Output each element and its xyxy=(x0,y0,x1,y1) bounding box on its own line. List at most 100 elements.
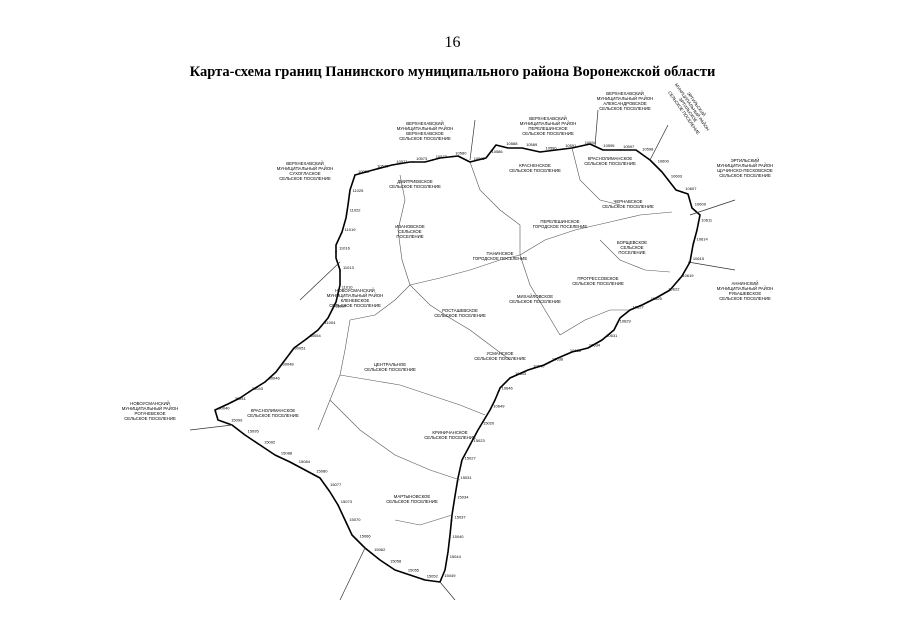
boundary-point-marker xyxy=(479,425,481,428)
internal-boundary-11 xyxy=(571,147,621,206)
boundary-point-marker xyxy=(355,538,358,541)
boundary-point-code: 10629 xyxy=(620,319,632,324)
boundary-point-marker xyxy=(431,159,434,161)
internal-boundary-7 xyxy=(317,319,351,431)
boundary-point-code: 10571 xyxy=(396,159,408,164)
boundary-point-marker xyxy=(451,155,454,158)
boundary-point-code: 10589 xyxy=(526,142,538,147)
boundary-point-marker xyxy=(678,278,681,280)
boundary-point-marker xyxy=(689,261,691,264)
boundary-point-code: 30040 xyxy=(218,405,230,410)
boundary-point-code: 10586 xyxy=(492,149,504,154)
boundary-point-code: 30041 xyxy=(235,396,247,401)
boundary-point-code: 10622 xyxy=(668,287,680,292)
boundary-point-marker xyxy=(548,361,550,364)
boundary-point-marker xyxy=(615,323,618,326)
boundary-point-code: 11016 xyxy=(339,246,351,251)
boundary-point-code: 10588 xyxy=(506,141,518,146)
neighbor-divider-4 xyxy=(689,199,736,216)
internal-boundary-2 xyxy=(409,254,521,286)
boundary-point-marker xyxy=(697,222,700,225)
neighbor-divider-2 xyxy=(594,109,599,147)
boundary-point-marker xyxy=(522,147,524,149)
page-number: 16 xyxy=(444,34,461,51)
internal-boundary-3 xyxy=(519,211,673,256)
boundary-point-marker xyxy=(497,390,500,393)
boundary-point-code: 11025 xyxy=(353,188,365,193)
boundary-point-code: 10590 xyxy=(546,146,558,151)
boundary-point-marker xyxy=(295,464,297,466)
boundary-point-code: 10607 xyxy=(685,186,697,191)
boundary-point-marker xyxy=(489,408,492,411)
boundary-point-code: 11013 xyxy=(343,265,355,270)
boundary-point-code: 11010 xyxy=(342,285,354,290)
boundary-point-code: 15044 xyxy=(450,554,462,559)
boundary-point-code: 15099 xyxy=(231,418,243,423)
boundary-point-marker xyxy=(566,353,568,356)
neighbor-divider-1 xyxy=(469,119,476,161)
boundary-point-code: 10582 xyxy=(474,156,486,161)
boundary-point-marker xyxy=(278,366,281,369)
neighbor-label-ertil_1: ЭРТИЛЬСКИЙМУНИЦИПАЛЬНЫЙ РАЙОНЭРТИЛЬСКОЕС… xyxy=(666,80,715,138)
boundary-point-code: 10619 xyxy=(682,273,694,278)
boundary-point-marker xyxy=(692,241,695,244)
boundary-point-code: 10640 xyxy=(533,363,545,368)
boundary-point-marker xyxy=(619,149,621,151)
internal-boundary-4 xyxy=(519,254,561,336)
internal-boundary-10 xyxy=(469,161,521,255)
neighbor-divider-8 xyxy=(339,547,366,601)
boundary-point-marker xyxy=(585,347,587,350)
page-title: Карта-схема границ Панинского муниципаль… xyxy=(189,64,716,80)
boundary-point-code: 10577 xyxy=(436,154,448,159)
boundary-point-code: 15052 xyxy=(427,574,439,579)
internal-boundary-13 xyxy=(559,309,630,336)
boundary-point-marker xyxy=(335,250,337,253)
boundary-point-code: 10646 xyxy=(502,385,514,390)
internal-boundary-1 xyxy=(397,174,411,286)
boundary-point-marker xyxy=(248,391,250,393)
boundary-point-code: 10643 xyxy=(515,371,527,376)
boundary-point-marker xyxy=(243,433,246,436)
boundary-point-marker xyxy=(469,161,472,163)
boundary-point-code: 10625 xyxy=(651,296,663,301)
boundary-point-code: 15066 xyxy=(360,534,372,539)
boundary-point-code: 15095 xyxy=(248,429,260,434)
boundary-point-marker xyxy=(230,401,233,403)
boundary-point-marker xyxy=(667,178,669,181)
boundary-point-marker xyxy=(277,455,279,458)
boundary-point-code: 10595 xyxy=(603,143,615,148)
boundary-point-code: 10609 xyxy=(695,201,707,206)
boundary-point-code: 15080 xyxy=(316,468,328,473)
boundary-point-marker xyxy=(345,212,348,215)
boundary-point-code: 10597 xyxy=(623,144,635,149)
boundary-point-marker xyxy=(214,410,217,413)
boundary-point-marker xyxy=(628,309,631,312)
boundary-point-code: 15058 xyxy=(390,559,402,564)
boundary-point-code: 15062 xyxy=(374,547,386,552)
boundary-point-code: 15020 xyxy=(483,421,495,426)
boundary-point-marker xyxy=(599,148,602,150)
boundary-point-code: 10594 xyxy=(585,140,597,145)
boundary-point-code: 15073 xyxy=(341,499,353,504)
boundary-point-marker xyxy=(469,443,472,445)
boundary-point-code: 15092 xyxy=(264,440,276,445)
boundary-point-marker xyxy=(691,206,693,209)
boundary-point-code: 30046 xyxy=(269,375,281,380)
boundary-point-marker xyxy=(331,308,334,311)
boundary-point-code: 10634 xyxy=(589,343,601,348)
boundary-point-marker xyxy=(450,519,453,522)
internal-boundary-12 xyxy=(599,239,671,273)
boundary-point-marker xyxy=(511,376,513,378)
boundary-point-marker xyxy=(260,444,262,447)
internal-boundary-6 xyxy=(409,284,511,361)
